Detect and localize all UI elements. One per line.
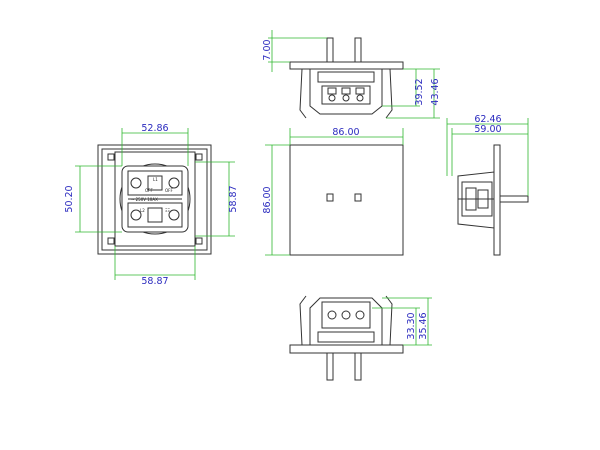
dim-top-body-b: 43.46 bbox=[430, 78, 441, 105]
dim-front-height: 86.00 bbox=[262, 186, 273, 213]
bottom-pin-left bbox=[326, 352, 334, 381]
dim-side-a: 62.46 bbox=[474, 114, 501, 125]
dim-back-top: 52.86 bbox=[141, 123, 168, 134]
label-l2: L2 bbox=[140, 208, 145, 213]
dim-bottom-a: 33.30 bbox=[406, 312, 417, 339]
front-led-right bbox=[354, 193, 362, 202]
label-off2: OFF bbox=[165, 188, 173, 193]
dim-side-b: 59.00 bbox=[474, 124, 501, 135]
top-body bbox=[309, 68, 383, 115]
front-led-left bbox=[326, 193, 334, 202]
top-view: 7.00 39.52 43.46 bbox=[262, 30, 441, 119]
bottom-pin-right bbox=[354, 352, 362, 381]
dim-front-width: 86.00 bbox=[332, 127, 359, 138]
bottom-view: 33.30 35.46 bbox=[289, 295, 432, 381]
label-off1: OFF bbox=[145, 188, 153, 193]
back-view: L1 OFF OFF ~ 250V 10AX L2 ΞΞ 52.86 50.20… bbox=[64, 123, 239, 287]
dim-top-pin: 7.00 bbox=[262, 39, 273, 60]
bottom-body bbox=[309, 297, 383, 346]
dim-bottom-b: 35.46 bbox=[418, 312, 429, 339]
label-rating: ~ 250V 10AX bbox=[131, 197, 158, 202]
dim-back-bottom: 58.87 bbox=[141, 276, 168, 287]
front-plate bbox=[289, 144, 404, 256]
label-code: ΞΞ bbox=[165, 208, 171, 213]
side-pin bbox=[499, 195, 529, 203]
side-view: 62.46 59.00 bbox=[446, 114, 529, 256]
top-plate bbox=[289, 61, 404, 70]
front-view: 86.00 86.00 bbox=[262, 127, 404, 256]
top-pin-left bbox=[326, 37, 334, 63]
dim-back-left: 50.20 bbox=[64, 185, 75, 212]
switch-module: L1 OFF OFF ~ 250V 10AX L2 ΞΞ bbox=[119, 163, 191, 235]
label-l1: L1 bbox=[153, 177, 158, 182]
top-pin-right bbox=[354, 37, 362, 63]
dim-top-body-a: 39.52 bbox=[414, 78, 425, 105]
bottom-plate bbox=[289, 344, 404, 354]
dim-back-right: 58.87 bbox=[228, 185, 239, 212]
side-plate bbox=[493, 144, 501, 256]
